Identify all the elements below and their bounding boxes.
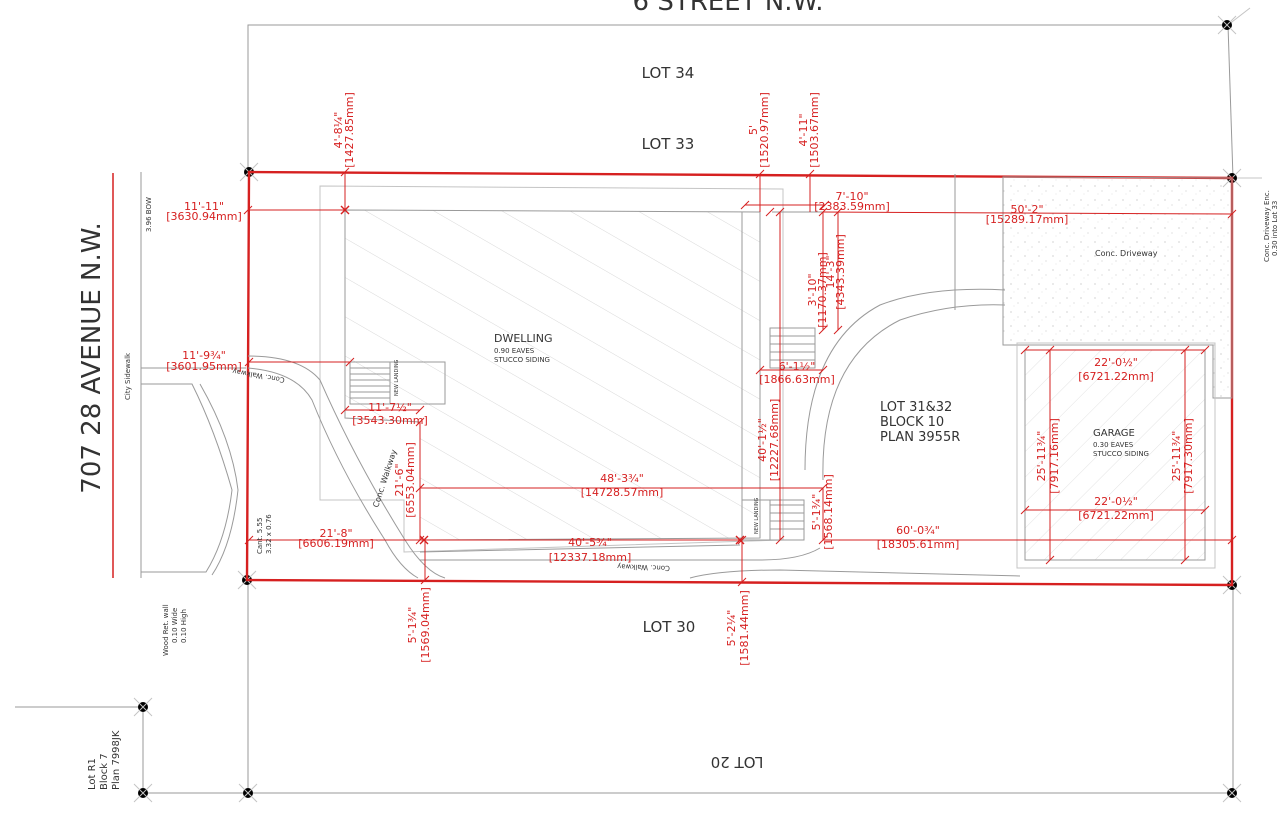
dim-ft: 25'-11¾" — [1170, 431, 1183, 482]
dim-ft: 5'-2¼" — [725, 610, 738, 647]
dim-mm: [1581.44mm] — [738, 590, 751, 666]
bow-label: 3.96 BOW — [145, 197, 153, 232]
dim-mm: [4343.39mm] — [834, 234, 847, 310]
city-sidewalk-label: City Sidewalk — [124, 352, 132, 400]
dim-ft: 5' — [747, 125, 760, 135]
dim-ft: 21'-8" — [319, 527, 352, 540]
encroach-1: Conc. Driveway Enc. — [1263, 190, 1271, 262]
dim-mm: [18305.61mm] — [877, 538, 960, 551]
lot-lines — [15, 7, 1262, 794]
wood-wall-2: 0.10 Wide — [171, 608, 179, 643]
dim-mm: [1866.63mm] — [759, 373, 835, 386]
dim-mm: [12337.18mm] — [549, 551, 632, 564]
city-sidewalk — [112, 172, 246, 578]
dim-mm: [3601.95mm] — [166, 360, 242, 373]
wood-wall-3: 0.10 High — [180, 609, 188, 643]
dim-mm: [7917.30mm] — [1182, 418, 1195, 494]
driveway-label: Conc. Driveway — [1095, 249, 1158, 258]
dim-ft: 40'-5¾" — [568, 536, 612, 549]
lot-r1-3: Plan 7998JK — [111, 730, 122, 790]
dim-ft: 11'-11" — [184, 200, 224, 213]
dim-ft: 6'-1½" — [779, 360, 816, 373]
dim-ft: 5'-1¾" — [810, 494, 823, 531]
dim-mm: [12227.68mm] — [768, 399, 781, 482]
dim-ft: 50'-2" — [1010, 203, 1043, 216]
rear-stairs — [741, 327, 816, 541]
landing-label-rear: NEW LANDING — [754, 497, 760, 534]
pin-marker — [1222, 783, 1242, 803]
dwelling-siding: STUCCO SIDING — [494, 356, 550, 364]
dim-ft: 5'-1¾" — [406, 607, 419, 644]
dim-mm: [2383.59mm] — [814, 200, 890, 213]
wood-wall-1: Wood Ret. wall — [162, 604, 170, 656]
lot-20-label: LOT 20 — [711, 753, 764, 771]
dim-ft: 40'-1½" — [756, 418, 769, 462]
pin-marker — [133, 697, 153, 717]
front-landing — [349, 361, 446, 405]
dim-mm: [3543.30mm] — [352, 414, 428, 427]
dim-ft: 22'-0½" — [1094, 495, 1138, 508]
cant-label-2: 3.32 x 0.76 — [265, 514, 273, 554]
dim-ft: 3'-10" — [806, 273, 819, 306]
dim-mm: [15289.17mm] — [986, 213, 1069, 226]
dim-mm: [1569.04mm] — [419, 587, 432, 663]
dimension-texts: 11'-11" [3630.94mm] 4'-8¼" [1427.85mm] 5… — [166, 92, 1195, 666]
lot-30-label: LOT 30 — [643, 618, 696, 636]
dim-ft: 48'-3¾" — [600, 472, 644, 485]
dim-mm: [1170.37mm] — [816, 252, 829, 328]
dim-mm: [14728.57mm] — [581, 486, 664, 499]
dim-ft: 7'-10" — [835, 190, 868, 203]
subject-line-1: LOT 31&32 — [880, 400, 952, 415]
dim-ft: 22'-0½" — [1094, 356, 1138, 369]
dim-mm: [7917.16mm] — [1048, 418, 1061, 494]
dim-mm: [6606.19mm] — [298, 537, 374, 550]
subject-line-3: PLAN 3955R — [880, 430, 960, 445]
dim-mm: [1568.14mm] — [822, 474, 835, 550]
street-label: 6 STREET N.W. — [633, 0, 824, 17]
cant-label-1: Cant. 5.55 — [256, 518, 264, 554]
dwelling-eaves: 0.90 EAVES — [494, 347, 535, 355]
pin-marker — [1217, 15, 1237, 35]
garage-siding: STUCCO SIDING — [1093, 450, 1149, 458]
dim-mm: [1503.67mm] — [808, 92, 821, 168]
dim-ft: 4'-11" — [797, 113, 810, 146]
lot-33-label: LOT 33 — [642, 135, 695, 153]
dim-ft: 14'-3" — [824, 255, 837, 288]
pin-marker — [238, 783, 258, 803]
lot-r1-1: Lot R1 — [87, 758, 98, 790]
garage-eaves: 0.30 EAVES — [1093, 441, 1134, 449]
walkways — [247, 288, 1021, 579]
dim-ft: 60'-0¾" — [896, 524, 940, 537]
landing-label-front: NEW LANDING — [394, 359, 400, 396]
dwelling-title: DWELLING — [494, 332, 553, 345]
dim-mm: [3630.94mm] — [166, 210, 242, 223]
walkway-label-rear: Conc. Walkway — [617, 562, 670, 572]
dim-mm: [1427.85mm] — [343, 92, 356, 168]
property-boundary — [245, 170, 1234, 587]
dim-ft: 4'-8¼" — [332, 112, 345, 149]
pin-marker — [133, 783, 153, 803]
dim-ft: 21'-6" — [393, 463, 406, 496]
dim-mm: [6721.22mm] — [1078, 509, 1154, 522]
encroach-2: 0.30 into Lot 33 — [1271, 201, 1279, 256]
dim-mm: [6721.22mm] — [1078, 370, 1154, 383]
lot-34-label: LOT 34 — [642, 64, 695, 82]
dim-mm: [1520.97mm] — [758, 92, 771, 168]
dim-ft: 11'-7½" — [368, 401, 412, 414]
dim-mm: [6553.04mm] — [404, 442, 417, 518]
garage — [1016, 342, 1216, 569]
avenue-label: 707 28 AVENUE N.W. — [77, 222, 107, 493]
dim-ft: 25'-11¾" — [1035, 431, 1048, 482]
subject-line-2: BLOCK 10 — [880, 415, 944, 430]
lot-r1-2: Block 7 — [99, 753, 110, 790]
dimension-lines — [243, 167, 1237, 587]
dim-ft: 11'-9¾" — [182, 349, 226, 362]
dwelling — [319, 185, 784, 553]
garage-title: GARAGE — [1093, 428, 1135, 439]
